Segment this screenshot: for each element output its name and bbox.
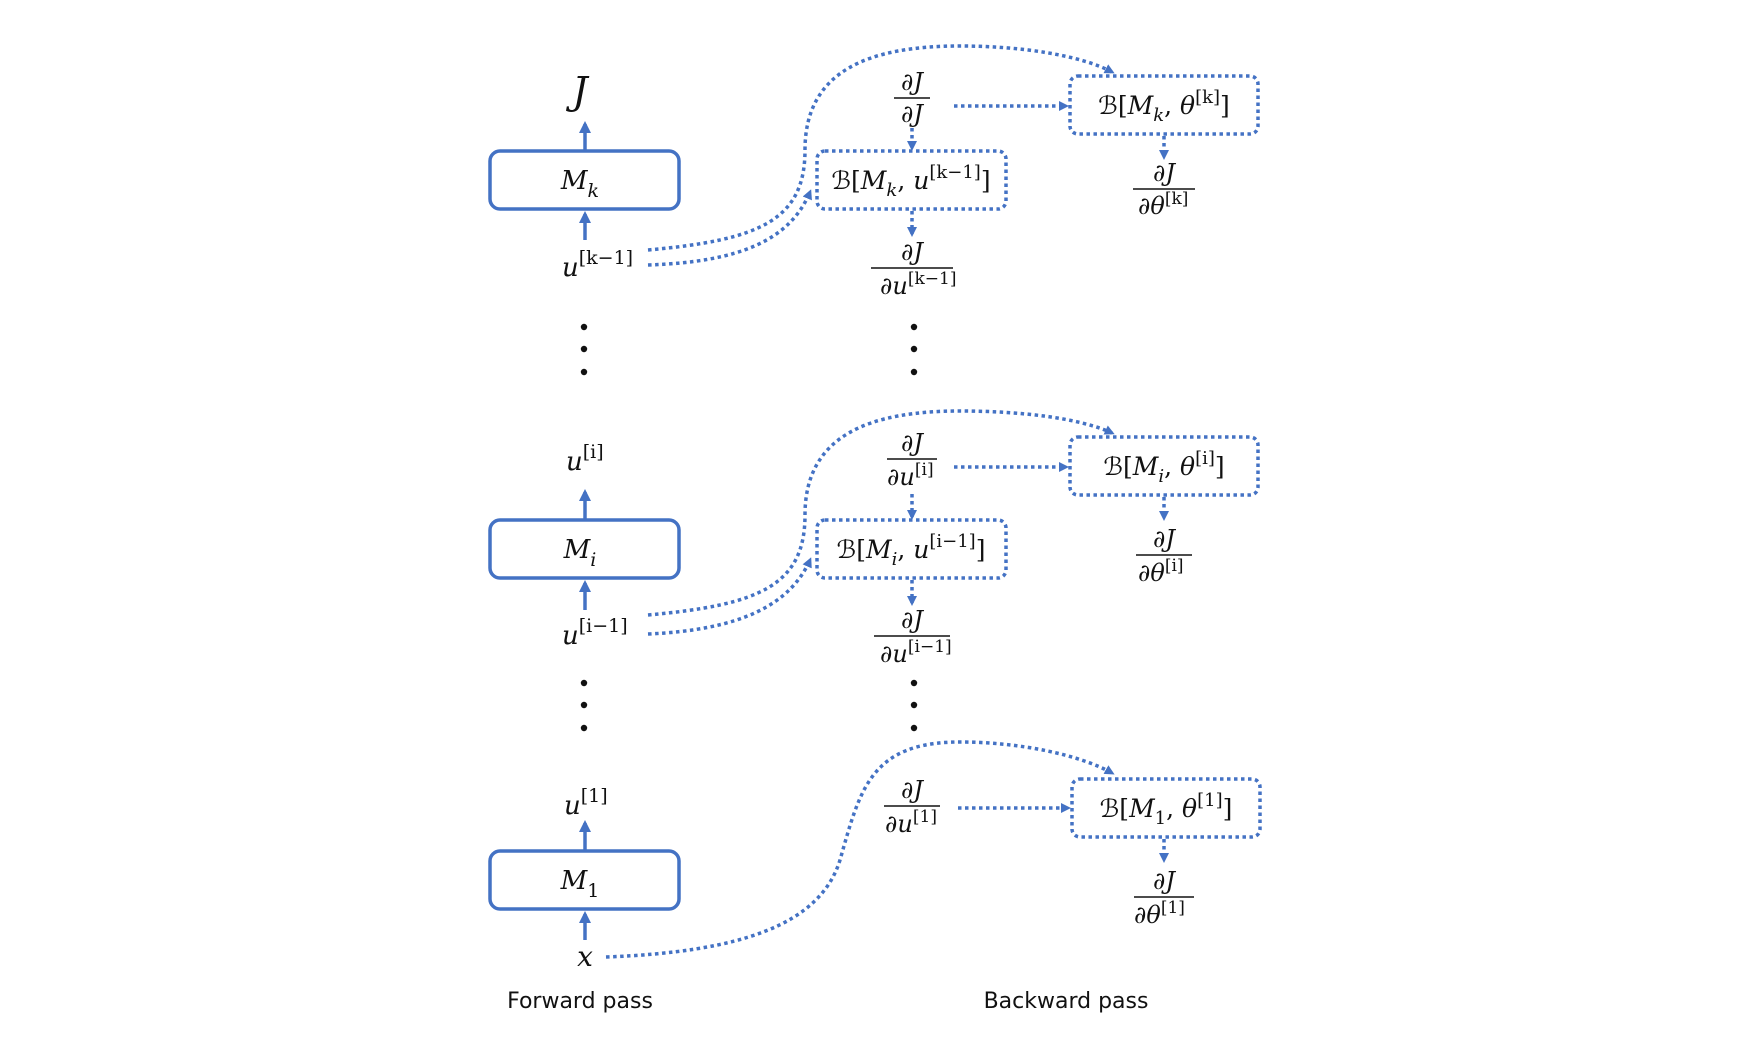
signal-u-i-1: u[i−1]	[562, 615, 628, 651]
grad-dJ-du-1: ∂J ∂u[1]	[884, 776, 940, 838]
output-J-label: J	[565, 69, 589, 113]
backward-block-B-Mi-theta-label: ℬ[Mi, θ[i]]	[1103, 448, 1224, 487]
grad-dJ-du-i: ∂J ∂u[i]	[887, 429, 937, 491]
curve-u-i-1-to-B-Mi-theta	[647, 409, 1115, 617]
grad-dJ-dtheta-1: ∂J ∂θ[1]	[1134, 867, 1194, 929]
svg-text:∂J: ∂J	[1153, 525, 1176, 553]
ellipsis-forward-1	[580, 323, 588, 376]
backward-block-B-Mk-u-label: ℬ[Mk, u[k−1]]	[831, 162, 990, 201]
grad-dJ-dtheta-k: ∂J ∂θ[k]	[1133, 159, 1195, 220]
module-box-Mk	[488, 149, 681, 211]
backward-block-B-Mk-u	[815, 149, 1008, 211]
svg-text:∂J: ∂J	[901, 776, 924, 804]
svg-text:∂J: ∂J	[901, 606, 924, 634]
module-label-Mk: Mk	[560, 166, 599, 202]
backward-block-B-Mi-theta	[1068, 435, 1260, 497]
curve-u-i-1-to-B-Mi-u	[647, 557, 812, 636]
module-label-Mi: Mi	[563, 535, 597, 571]
svg-text:∂θ[1]: ∂θ[1]	[1134, 898, 1185, 929]
module-box-Mi	[488, 518, 681, 580]
backward-block-B-M1-theta	[1070, 777, 1262, 839]
curve-u-k-1-to-B-Mk-theta	[647, 44, 1115, 252]
module-label-M1: M1	[560, 866, 600, 902]
grad-dJ-du-k-1: ∂J ∂u[k−1]	[871, 238, 957, 300]
backward-block-B-Mi-u-label: ℬ[Mi, u[i−1]]	[837, 531, 986, 570]
svg-text:∂u[i]: ∂u[i]	[887, 460, 934, 491]
signal-u-1: u[1]	[564, 785, 608, 821]
module-box-M1	[488, 849, 681, 911]
svg-text:∂u[k−1]: ∂u[k−1]	[880, 269, 957, 300]
curve-u-k-1-to-B-Mk-u	[647, 189, 812, 267]
svg-text:∂J: ∂J	[901, 100, 924, 128]
svg-text:∂u[i−1]: ∂u[i−1]	[880, 637, 952, 668]
backward-block-B-Mk-theta-label: ℬ[Mk, θ[k]]	[1098, 87, 1230, 126]
svg-text:∂θ[k]: ∂θ[k]	[1138, 189, 1188, 220]
backward-pass-caption: Backward pass	[984, 989, 1149, 1014]
svg-text:∂θ[i]: ∂θ[i]	[1138, 556, 1184, 587]
svg-text:∂J: ∂J	[901, 429, 924, 457]
grad-dJ-dtheta-i: ∂J ∂θ[i]	[1136, 525, 1192, 587]
ellipsis-backward-1	[910, 323, 918, 376]
backward-pass-column: ∂J ∂J ℬ[Mk, u[k−1]] ∂J ∂u[k−1] ℬ[Mk, θ[k…	[605, 44, 1262, 1014]
svg-text:∂J: ∂J	[901, 238, 924, 266]
signal-u-k-1: u[k−1]	[562, 247, 633, 283]
backward-block-B-M1-theta-label: ℬ[M1, θ[1]]	[1100, 790, 1233, 829]
svg-text:∂u[1]: ∂u[1]	[885, 807, 937, 838]
input-x-label: x	[577, 940, 593, 973]
ellipsis-forward-2	[580, 679, 588, 732]
signal-u-i: u[i]	[566, 441, 604, 477]
backward-block-B-Mi-u	[815, 518, 1008, 580]
svg-text:∂J: ∂J	[901, 68, 924, 96]
curve-x-to-B-M1-theta	[605, 740, 1115, 959]
backward-block-B-Mk-theta	[1068, 74, 1260, 136]
ellipsis-backward-2	[910, 679, 918, 732]
svg-text:∂J: ∂J	[1153, 159, 1176, 187]
grad-dJ-dJ: ∂J ∂J	[894, 68, 930, 128]
grad-dJ-du-i-1: ∂J ∂u[i−1]	[874, 606, 952, 668]
forward-pass-caption: Forward pass	[507, 989, 653, 1014]
svg-text:∂J: ∂J	[1153, 867, 1176, 895]
forward-pass-column: J Mk u[k−1] u[i] Mi u[i−1] u[1]	[488, 69, 681, 1014]
